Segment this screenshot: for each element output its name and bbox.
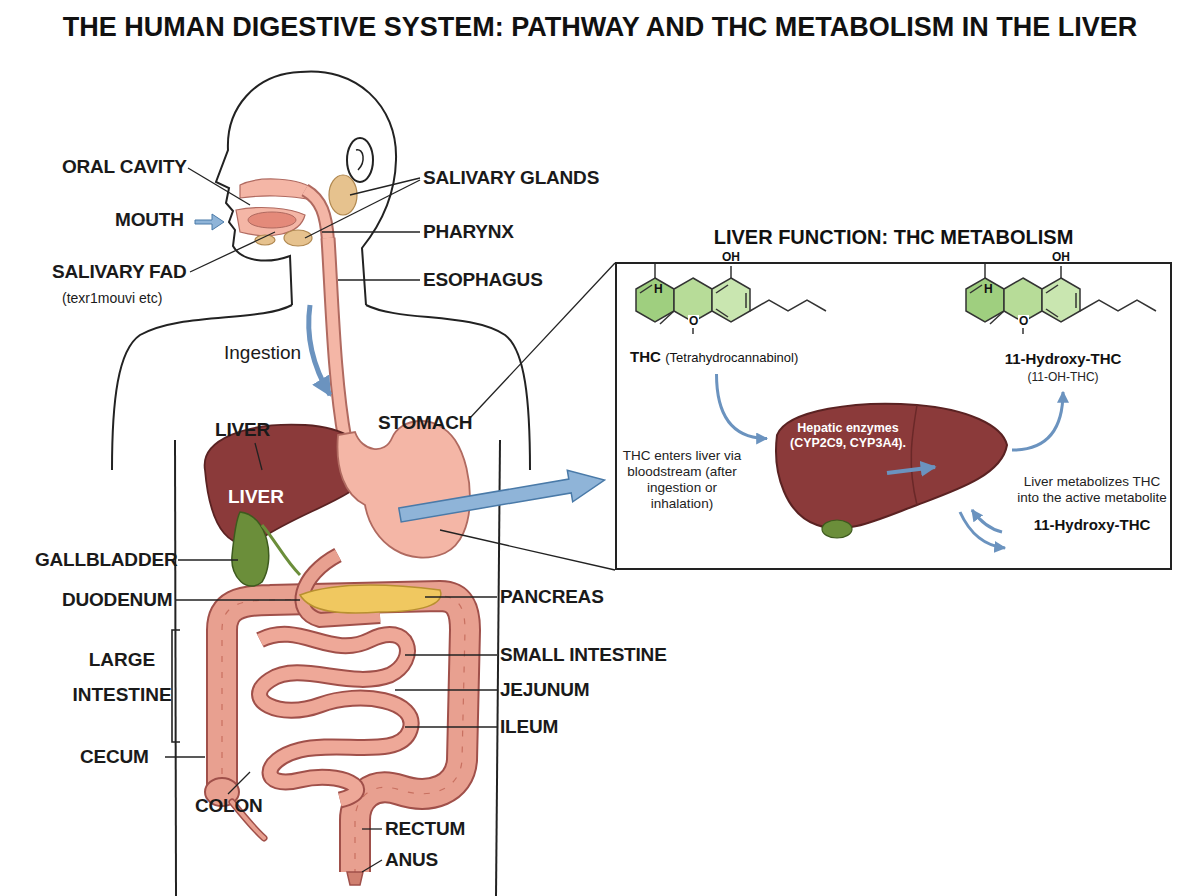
part-label: COLON xyxy=(195,795,263,817)
node-text: Hepatic enzymes (CYP2C9, CYP3A4). xyxy=(789,421,907,451)
gallbladder-shape xyxy=(822,520,852,538)
enzyme-arrow xyxy=(887,467,935,473)
part-label: PHARYNX xyxy=(423,221,514,243)
body-outline xyxy=(112,71,530,896)
diagram-title: THE HUMAN DIGESTIVE SYSTEM: PATHWAY AND … xyxy=(0,12,1200,43)
part-label: Ingestion xyxy=(224,342,301,364)
atom-symbol: O xyxy=(1018,315,1029,328)
part-label: ANUS xyxy=(385,849,438,871)
part-label: LIVER xyxy=(215,419,270,441)
part-label: GALLBLADDER xyxy=(35,549,177,571)
part-label: ILEUM xyxy=(500,716,558,738)
small-intestine xyxy=(260,634,412,800)
large-intestine xyxy=(205,596,465,885)
hydroxy-thc-molecule xyxy=(966,264,1156,334)
part-label: SALIVARY FAD xyxy=(52,261,187,283)
part-label: ESOPHAGUS xyxy=(423,269,543,291)
part-label: MOUTH xyxy=(115,209,184,231)
node-text: LIVER FUNCTION: THC METABOLISM xyxy=(617,226,1170,249)
flow-connector xyxy=(717,374,768,439)
atom-symbol: O xyxy=(688,315,699,328)
liver-shape xyxy=(767,395,1012,540)
part-label: CECUM xyxy=(80,746,149,768)
atom-symbol: H xyxy=(984,283,993,296)
atom-symbol: OH xyxy=(1052,251,1070,264)
part-label: SMALL INTESTINE xyxy=(500,644,667,666)
part-label: RECTUM xyxy=(385,818,465,840)
leader-lines xyxy=(165,168,615,872)
part-label: PANCREAS xyxy=(500,586,604,608)
atom-symbol: OH xyxy=(722,251,740,264)
note-text: THC enters liver via bloodstream (after … xyxy=(620,448,744,512)
liver-outline xyxy=(776,404,1007,528)
part-label: ORAL CAVITY xyxy=(62,156,187,178)
part-label: (texr1mouvi etc) xyxy=(62,287,162,309)
node-text: THC xyxy=(630,348,661,365)
part-label: STOMACH xyxy=(378,412,472,434)
note-text: 11-Hydroxy-THC xyxy=(1012,514,1172,536)
part-label: SALIVARY GLANDS xyxy=(423,167,599,189)
duodenum-pancreas xyxy=(300,555,441,620)
liver-lobe-line xyxy=(911,405,917,505)
note-text: Liver metabolizes THC into the active me… xyxy=(1012,474,1172,506)
thc-molecule xyxy=(636,264,826,334)
node-text: (11-OH-THC) xyxy=(957,370,1169,384)
part-label: DUODENUM xyxy=(62,589,172,611)
node-text: 11-Hydroxy-THC xyxy=(957,350,1169,367)
caption-line: THC (Tetrahydrocannabinol) xyxy=(630,348,798,366)
head-organs xyxy=(236,175,357,440)
node-text: (Tetrahydrocannabinol) xyxy=(665,350,798,365)
flow-connector xyxy=(1012,392,1063,450)
part-label: LIVER xyxy=(228,486,284,508)
part-label: LARGE INTESTINE xyxy=(72,642,172,712)
part-label: JEJUNUM xyxy=(500,679,589,701)
molecule-node: THC (Tetrahydrocannabinol) xyxy=(622,264,832,374)
liver-node: Hepatic enzymes (CYP2C9, CYP3A4). xyxy=(767,395,1012,540)
atom-symbol: H xyxy=(654,283,663,296)
